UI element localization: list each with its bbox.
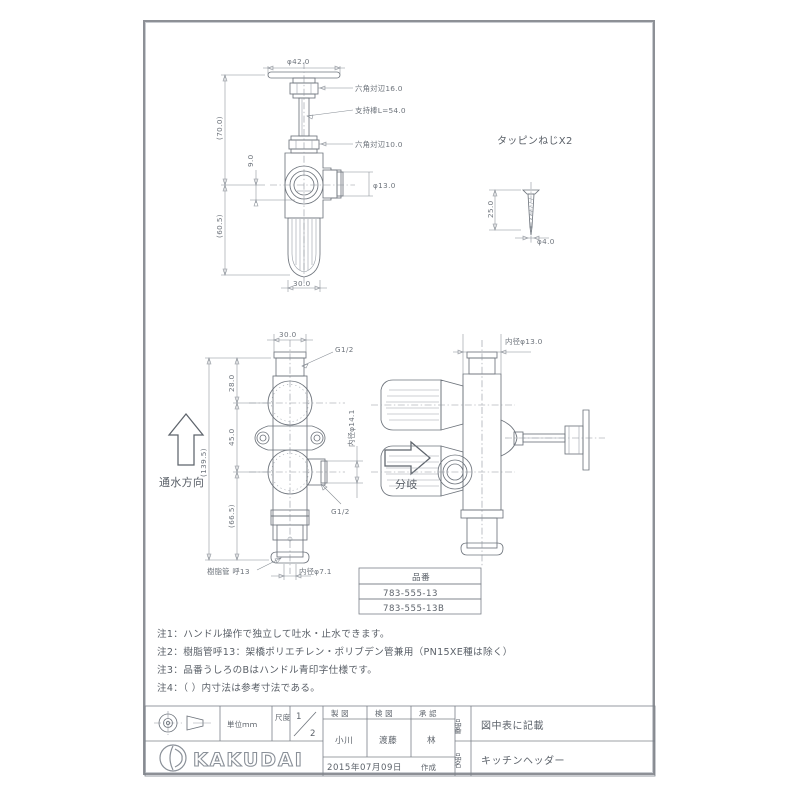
dim-height-9: 9.0 (246, 154, 255, 167)
label-thread-top: G1/2 (335, 345, 354, 354)
name-approved: 林 (427, 734, 436, 746)
front-view-dimensions: 30.0 G1/2 G1/2 (139.5) (199, 330, 363, 580)
side-view-geometry (371, 340, 605, 567)
dim-inner-dia-7-1: 内径φ7.1 (299, 567, 332, 576)
drawing-date: 2015年07月09日 (327, 761, 402, 773)
side-view-dimensions: 内径φ13.0 (453, 334, 543, 374)
kakudai-logo: KAKUDAI (159, 744, 304, 772)
dim-139-5: (139.5) (199, 448, 208, 477)
drawing-date-suffix: 作成 (421, 763, 437, 772)
title-block-scale-denominator: 2 (310, 729, 316, 739)
parts-table-header: 品番 (412, 571, 430, 583)
row-code-label-a: 品番 (453, 719, 462, 735)
screw-detail-title: タッピンねじX2 (497, 135, 573, 147)
drawing-frame-inner-border (145, 22, 653, 773)
dim-screw-diameter: φ4.0 (537, 237, 555, 246)
title-block-scale-label-1: 尺度 (275, 713, 291, 722)
product-code-value: 図中表に記載 (481, 719, 544, 732)
top-view-dimensions: φ42.0 (70.0) (60.5) 9.0 (215, 57, 406, 292)
dim-front-width-30: 30.0 (279, 330, 297, 339)
col-approved-label: 承 認 (419, 709, 437, 718)
dim-inner-dia-13: 内径φ13.0 (505, 337, 543, 346)
dim-height-60-5: (60.5) (215, 214, 224, 238)
dim-width-30: 30.0 (293, 279, 311, 288)
note-4: 注4：（ ）内寸法は参考寸法である。 (157, 682, 320, 694)
label-resin-pipe: 樹脂管 呼13 (207, 567, 250, 576)
dim-screw-length: 25.0 (486, 200, 495, 218)
front-view-geometry (249, 340, 345, 574)
label-hex-16: 六角対辺16.0 (355, 84, 403, 93)
parts-table-row-1: 783-555-13B (383, 604, 444, 614)
dim-height-total: (70.0) (215, 116, 224, 140)
label-hex-10: 六角対辺10.0 (355, 140, 403, 149)
dim-inner-dia-14-1: 内径φ14.1 (347, 409, 356, 447)
title-block-unit: 単位ｍｍ (227, 720, 257, 729)
screw-detail-drawing: タッピンねじX2 (486, 135, 573, 246)
kakudai-wordmark: KAKUDAI (193, 749, 304, 771)
row-name-label-a: 品名 (454, 753, 463, 769)
label-flow-direction: 通水方向 (159, 475, 204, 489)
top-view-drawing: φ42.0 (70.0) (60.5) 9.0 (144, 57, 656, 777)
dim-28: 28.0 (227, 374, 236, 392)
label-branch: 分岐 (395, 478, 418, 491)
note-1: 注1：ハンドル操作で独立して吐水・止水できます。 (157, 628, 390, 640)
name-checked: 渡藤 (379, 734, 397, 746)
top-view-geometry (267, 62, 355, 284)
dim-diameter-13: φ13.0 (373, 181, 396, 190)
title-block: 単位ｍｍ 尺度 1 2 KAKUDAI 製 図 検 図 承 認 小川 渡藤 (144, 705, 656, 777)
label-thread-side: G1/2 (331, 507, 350, 516)
dim-diameter-top: φ42.0 (287, 57, 310, 66)
note-2: 注2：樹脂管呼13：架橋ポリエチレン・ポリブデン管兼用（PN15XE種は除く） (157, 646, 513, 658)
dim-66-5: (66.5) (227, 504, 236, 528)
projection-symbol-icon (154, 711, 211, 735)
col-drawn-label: 製 図 (331, 709, 349, 718)
note-3: 注3：品番うしろのBはハンドル青印字仕様です。 (157, 664, 377, 676)
title-block-scale-numerator: 1 (296, 712, 302, 722)
parts-table-row-0: 783-555-13 (383, 589, 438, 599)
branch-arrow: 分岐 (384, 440, 431, 491)
drawing-frame: φ42.0 (70.0) (60.5) 9.0 (143, 20, 656, 777)
flow-direction-arrow: 通水方向 (159, 413, 205, 489)
name-drawn: 小川 (335, 735, 353, 746)
product-name-value: キッチンヘッダー (481, 754, 565, 767)
label-support-rod: 支持棒L=54.0 (355, 106, 406, 115)
parts-table: 品番 783-555-13 783-555-13B (358, 567, 482, 615)
col-checked-label: 検 図 (375, 709, 393, 718)
notes-block: 注1：ハンドル操作で独立して吐水・止水できます。 注2：樹脂管呼13：架橋ポリエ… (157, 628, 513, 694)
dim-45: 45.0 (227, 428, 236, 446)
